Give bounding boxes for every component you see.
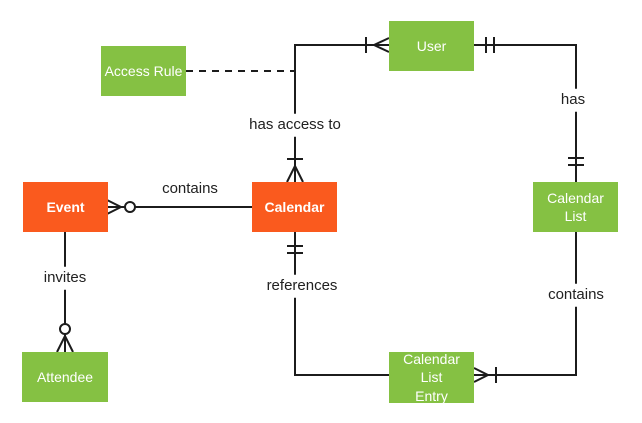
crow-foot-many-attendee bbox=[56, 335, 74, 353]
entity-calendar-label: Calendar bbox=[264, 198, 325, 215]
edge-user-calendar-list bbox=[474, 44, 577, 182]
entity-access-rule-label: Access Rule bbox=[104, 62, 183, 79]
edge-group bbox=[56, 37, 584, 383]
edge-calendar-user bbox=[294, 44, 389, 182]
edge-calendar-list-entry bbox=[474, 232, 577, 376]
entity-event[interactable]: Event bbox=[23, 182, 108, 232]
crow-foot-many-entry bbox=[473, 367, 489, 383]
entity-calendar-list[interactable]: Calendar List bbox=[533, 182, 618, 232]
crow-foot-many-user bbox=[373, 37, 390, 53]
entity-user-label: User bbox=[416, 37, 447, 54]
edge-label-references: references bbox=[262, 274, 342, 298]
edge-label-has: has bbox=[556, 88, 590, 112]
crow-foot-many-event bbox=[106, 199, 122, 215]
entity-access-rule[interactable]: Access Rule bbox=[101, 46, 186, 96]
entity-event-label: Event bbox=[46, 198, 85, 215]
zero-circle-attendee bbox=[59, 323, 71, 335]
edge-label-contains-event-calendar: contains bbox=[158, 177, 222, 201]
edge-label-contains-list-entry: contains bbox=[544, 283, 608, 307]
zero-circle-event bbox=[124, 201, 136, 213]
crow-foot-many-calendar bbox=[286, 165, 304, 183]
edge-label-invites: invites bbox=[39, 266, 91, 290]
entity-calendar[interactable]: Calendar bbox=[252, 182, 337, 232]
edge-label-has-access-to: has access to bbox=[245, 113, 345, 137]
entity-calendar-list-entry[interactable]: Calendar List Entry bbox=[389, 351, 474, 404]
entity-attendee[interactable]: Attendee bbox=[22, 352, 108, 402]
entity-calendar-list-entry-label: Calendar List Entry bbox=[403, 351, 460, 404]
edge-calendar-entry bbox=[294, 232, 389, 376]
entity-attendee-label: Attendee bbox=[36, 368, 94, 385]
entity-user[interactable]: User bbox=[389, 21, 474, 71]
entity-calendar-list-label: Calendar List bbox=[547, 189, 604, 224]
